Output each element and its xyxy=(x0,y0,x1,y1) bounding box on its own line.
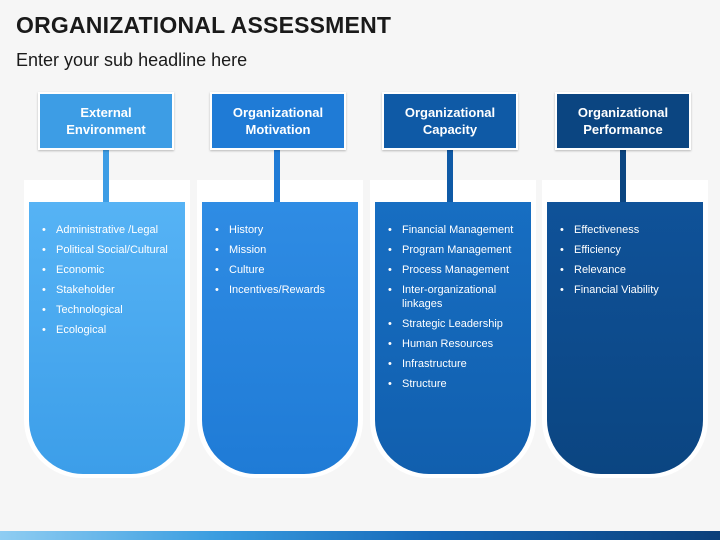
page-title: ORGANIZATIONAL ASSESSMENT xyxy=(16,12,392,38)
header-line-2: Motivation xyxy=(245,122,311,137)
header-line-2: Capacity xyxy=(422,122,478,137)
bullet-list: Financial Management Program Management … xyxy=(388,223,528,397)
list-item: Incentives/Rewards xyxy=(215,283,355,297)
list-item: Economic xyxy=(42,263,182,277)
header-line-1: Organizational xyxy=(404,105,496,120)
page-subtitle: Enter your sub headline here xyxy=(16,50,248,70)
header-box: Organizational Capacity xyxy=(382,92,518,150)
connector-stem xyxy=(274,150,280,202)
header-line-1: Organizational xyxy=(577,105,669,120)
list-item: Human Resources xyxy=(388,337,528,351)
list-item: Infrastructure xyxy=(388,357,528,371)
header-line-2: Performance xyxy=(583,122,663,137)
list-item: Technological xyxy=(42,303,182,317)
list-item: Structure xyxy=(388,377,528,391)
list-item: History xyxy=(215,223,355,237)
header-box: External Environment xyxy=(38,92,174,150)
connector-stem xyxy=(620,150,626,202)
header-box: Organizational Motivation xyxy=(210,92,346,150)
list-item: Program Management xyxy=(388,243,528,257)
list-item: Financial Viability xyxy=(560,283,700,297)
bullet-list: Effectiveness Efficiency Relevance Finan… xyxy=(560,223,700,303)
bullet-list: Administrative /Legal Political Social/C… xyxy=(42,223,182,343)
list-item: Inter-organizational linkages xyxy=(388,283,528,311)
list-item: Effectiveness xyxy=(560,223,700,237)
list-item: Political Social/Cultural xyxy=(42,243,182,257)
footer-gradient-bar xyxy=(0,531,720,540)
bullet-list: History Mission Culture Incentives/Rewar… xyxy=(215,223,355,303)
connector-stem xyxy=(447,150,453,202)
list-item: Strategic Leadership xyxy=(388,317,528,331)
list-item: Efficiency xyxy=(560,243,700,257)
list-item: Mission xyxy=(215,243,355,257)
header-line-2: Environment xyxy=(66,122,146,137)
list-item: Stakeholder xyxy=(42,283,182,297)
list-item: Ecological xyxy=(42,323,182,337)
header-line-1: External xyxy=(80,105,132,120)
list-item: Culture xyxy=(215,263,355,277)
list-item: Relevance xyxy=(560,263,700,277)
header-box: Organizational Performance xyxy=(555,92,691,150)
column-organizational-capacity: Organizational Capacity Financial Manage… xyxy=(370,92,536,482)
list-item: Process Management xyxy=(388,263,528,277)
column-external-environment: External Environment Administrative /Leg… xyxy=(24,92,190,482)
list-item: Financial Management xyxy=(388,223,528,237)
header-line-1: Organizational xyxy=(232,105,324,120)
column-organizational-motivation: Organizational Motivation History Missio… xyxy=(197,92,363,482)
list-item: Administrative /Legal xyxy=(42,223,182,237)
connector-stem xyxy=(103,150,109,202)
column-organizational-performance: Organizational Performance Effectiveness… xyxy=(542,92,708,482)
